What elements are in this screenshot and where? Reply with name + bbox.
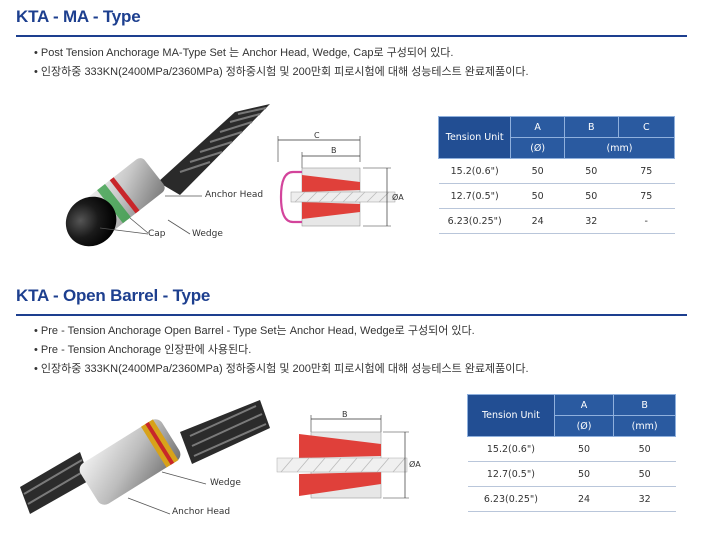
table-header-tension-unit: Tension Unit [467, 394, 555, 437]
dim-label-c: C [314, 131, 320, 140]
table-cell: 75 [618, 183, 675, 209]
callout-wedge: Wedge [192, 229, 223, 239]
open-barrel-spec-table: Tension Unit A B (Ø) (mm) 15.2(0.6") 50 … [467, 394, 676, 512]
table-row: 15.2(0.6") 50 50 [467, 436, 676, 462]
table-header-tension-unit: Tension Unit [437, 116, 512, 159]
dim-label-b: B [331, 146, 337, 155]
table-cell: 50 [564, 158, 619, 184]
table-row: 6.23(0.25") 24 32 [467, 486, 676, 512]
callout-wedge: Wedge [210, 478, 241, 488]
table-header-b: B [563, 116, 619, 138]
table-cell: 12.7(0.5") [467, 461, 555, 487]
section-divider [16, 35, 687, 37]
table-row: 6.23(0.25") 24 32 - [438, 208, 675, 234]
table-row: 12.7(0.5") 50 50 75 [438, 183, 675, 209]
table-cell: 50 [613, 461, 676, 487]
callout-anchor-head: Anchor Head [205, 190, 264, 200]
ma-type-dimension-diagram [277, 136, 396, 227]
callout-cap: Cap [148, 229, 166, 239]
bullet-list-open-barrel: • Pre - Tension Anchorage Open Barrel - … [34, 322, 529, 379]
section-title-open-barrel-type: KTA - Open Barrel - Type [16, 286, 211, 305]
dim-label-a: ØA [409, 460, 421, 469]
bullet-item: • Pre - Tension Anchorage 인장판에 사용된다. [34, 344, 252, 356]
table-header-c: C [617, 116, 676, 138]
table-header-b: B [613, 394, 676, 416]
table-cell: 50 [510, 158, 565, 184]
bullet-item: • Pre - Tension Anchorage Open Barrel - … [34, 325, 475, 337]
table-cell: 6.23(0.25") [438, 208, 511, 234]
callout-anchor-head: Anchor Head [172, 507, 231, 517]
table-cell: 6.23(0.25") [467, 486, 555, 512]
section-title-ma-type: KTA - MA - Type [16, 7, 141, 26]
table-cell: - [618, 208, 675, 234]
table-cell: 50 [554, 461, 614, 487]
ma-type-spec-table: Tension Unit A B C (Ø) (mm) 15.2(0.6") 5… [437, 116, 676, 234]
open-barrel-dimension-diagram [276, 415, 409, 499]
table-header-a: A [510, 116, 565, 138]
table-cell: 15.2(0.6") [438, 158, 511, 184]
dim-label-a: ØA [392, 193, 404, 202]
open-barrel-product-image [20, 400, 270, 515]
table-cell: 24 [554, 486, 614, 512]
bullet-item: • 인장하중 333KN(2400MPa/2360MPa) 정하중시험 및 20… [34, 66, 529, 78]
section-divider [16, 314, 687, 316]
bullet-list-ma: • Post Tension Anchorage MA-Type Set 는 A… [34, 44, 529, 82]
ma-type-product-image [65, 104, 270, 247]
table-row: 15.2(0.6") 50 50 75 [438, 158, 675, 184]
table-cell: 50 [510, 183, 565, 209]
table-cell: 24 [510, 208, 565, 234]
table-cell: 50 [613, 436, 676, 462]
table-cell: 50 [564, 183, 619, 209]
dim-label-b: B [342, 410, 348, 419]
table-cell: 50 [554, 436, 614, 462]
table-cell: 75 [618, 158, 675, 184]
table-row: 12.7(0.5") 50 50 [467, 461, 676, 487]
table-cell: 12.7(0.5") [438, 183, 511, 209]
bullet-item: • Post Tension Anchorage MA-Type Set 는 A… [34, 47, 454, 59]
table-subheader-diameter: (Ø) [553, 415, 615, 437]
bullet-item: • 인장하중 333KN(2400MPa/2360MPa) 정하중시험 및 20… [34, 363, 529, 375]
table-cell: 32 [613, 486, 676, 512]
table-subheader-mm: (mm) [613, 415, 676, 437]
table-cell: 15.2(0.6") [467, 436, 555, 462]
table-subheader-mm: (mm) [563, 137, 676, 159]
table-subheader-diameter: (Ø) [510, 137, 565, 159]
table-cell: 32 [564, 208, 619, 234]
table-header-a: A [553, 394, 615, 416]
